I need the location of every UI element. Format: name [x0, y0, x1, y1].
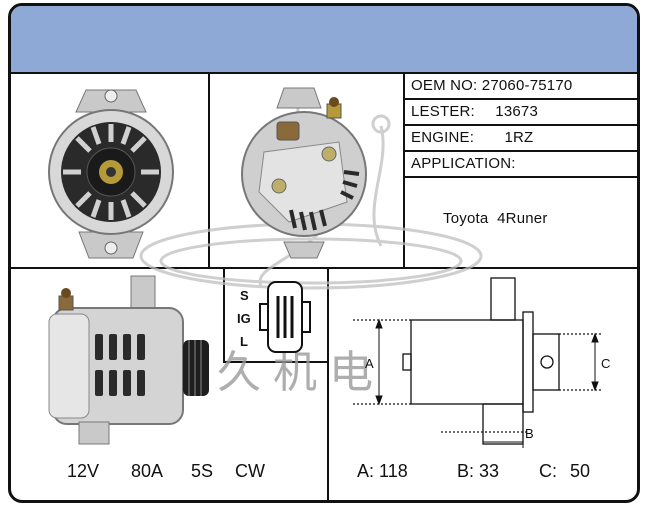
dimension-label: C: — [539, 461, 557, 481]
spec-pulley: 5S — [191, 461, 214, 481]
pin-label-s: S — [240, 288, 249, 303]
header-banner — [11, 6, 637, 74]
divider — [403, 176, 637, 178]
info-lester-row: LESTER: 13673 — [411, 103, 538, 120]
dimension-b: B: 33 — [457, 461, 499, 482]
dimension-label: A: — [357, 461, 375, 481]
divider — [403, 98, 637, 100]
dimension-c-label: C — [601, 356, 610, 371]
info-application-row: APPLICATION: — [411, 155, 516, 172]
info-label: LESTER: — [411, 103, 475, 120]
info-label: ENGINE: — [411, 129, 475, 146]
application-value: Toyota 4Runer — [443, 210, 548, 227]
divider — [327, 267, 329, 500]
dimension-c: C: 50 — [539, 461, 590, 482]
dimension-value: 50 — [570, 461, 591, 481]
dimension-drawing: A B C — [353, 277, 610, 448]
pin-label-l: L — [240, 334, 248, 349]
spec-voltage: 12V — [67, 461, 100, 481]
divider — [223, 267, 225, 362]
divider — [403, 72, 405, 268]
alternator-front-view-image — [48, 89, 174, 259]
info-oem-row: OEM NO: 27060-75170 — [411, 77, 572, 94]
engine-code: 1RZ — [504, 129, 534, 146]
divider — [223, 361, 327, 363]
alternator-side-view-image — [48, 275, 209, 445]
alternator-rear-view-image — [241, 87, 367, 259]
info-engine-row: ENGINE: 1RZ — [411, 129, 533, 146]
dimension-value: 118 — [379, 461, 408, 481]
divider — [403, 150, 637, 152]
product-sheet: 久久机电 — [8, 3, 640, 503]
info-label: OEM NO: — [411, 77, 478, 94]
spec-amperage: 80A — [131, 461, 164, 481]
connector-plug-diagram — [259, 281, 311, 353]
dimension-a: A: 118 — [357, 461, 408, 482]
divider — [208, 72, 210, 268]
dimension-a-label: A — [365, 356, 374, 371]
dimension-b-label: B — [525, 426, 534, 441]
oem-number: 27060-75170 — [481, 77, 573, 94]
divider — [403, 124, 637, 126]
spec-rotation: CW — [235, 461, 265, 481]
lester-number: 13673 — [495, 103, 539, 120]
dimension-value: 33 — [479, 461, 500, 481]
info-label: APPLICATION: — [411, 155, 516, 172]
divider — [11, 267, 637, 269]
dimension-label: B: — [457, 461, 475, 481]
pin-label-ig: IG — [237, 311, 251, 326]
